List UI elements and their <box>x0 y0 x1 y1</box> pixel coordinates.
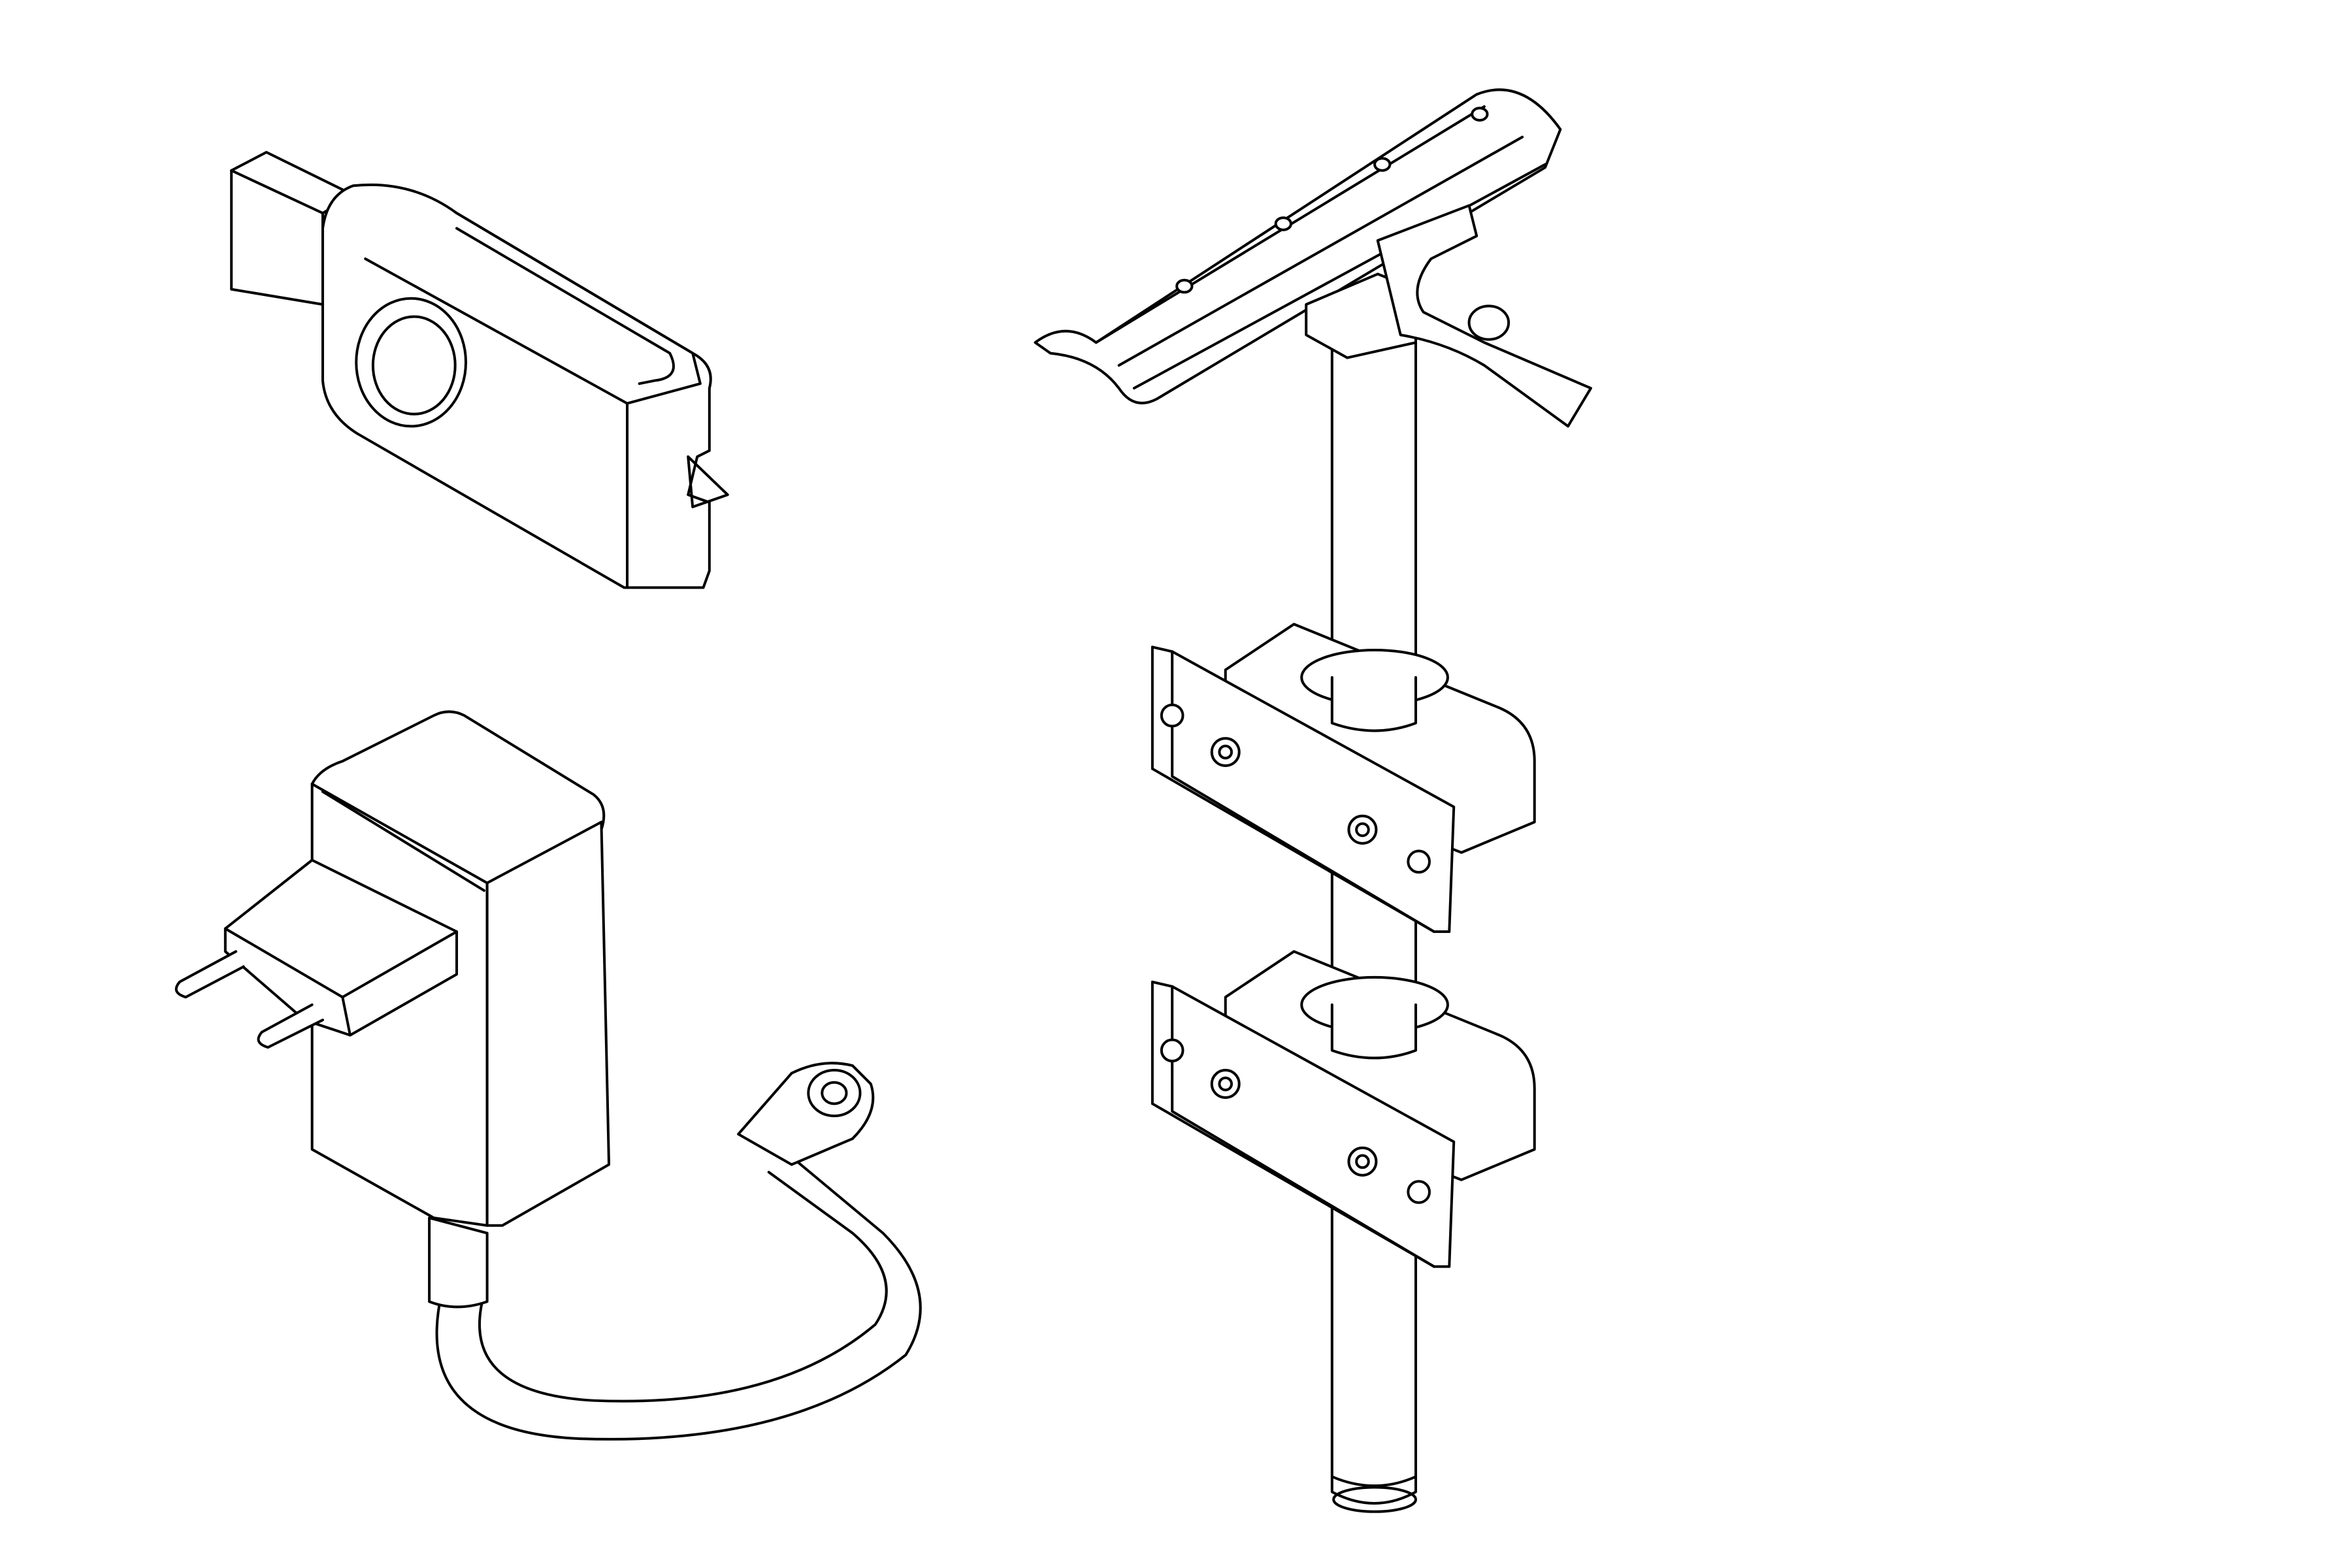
power-adapter-illustration <box>176 711 921 1439</box>
usb-ring-outer <box>356 299 466 427</box>
plug-pin-1 <box>176 951 244 997</box>
usb-body <box>323 185 711 588</box>
usb-ring-inner <box>373 317 455 414</box>
pole-clamp-lower <box>1152 951 1535 1266</box>
rail-screws <box>1177 108 1487 292</box>
top-rail <box>1035 90 1560 403</box>
rail-bracket <box>1306 274 1416 357</box>
adapter-housing-side <box>487 822 609 1225</box>
clamp-lever <box>1378 206 1591 427</box>
plug-pin-2 <box>259 1005 323 1047</box>
usb-stick-illustration <box>231 152 728 587</box>
pole-clamp-upper <box>1152 624 1535 932</box>
adapter-strain-relief <box>429 1218 487 1307</box>
adapter-housing-top <box>312 711 604 887</box>
mounting-pole-illustration <box>1035 90 1590 1511</box>
dc-connector <box>738 1063 873 1164</box>
adapter-cable <box>437 1157 921 1439</box>
